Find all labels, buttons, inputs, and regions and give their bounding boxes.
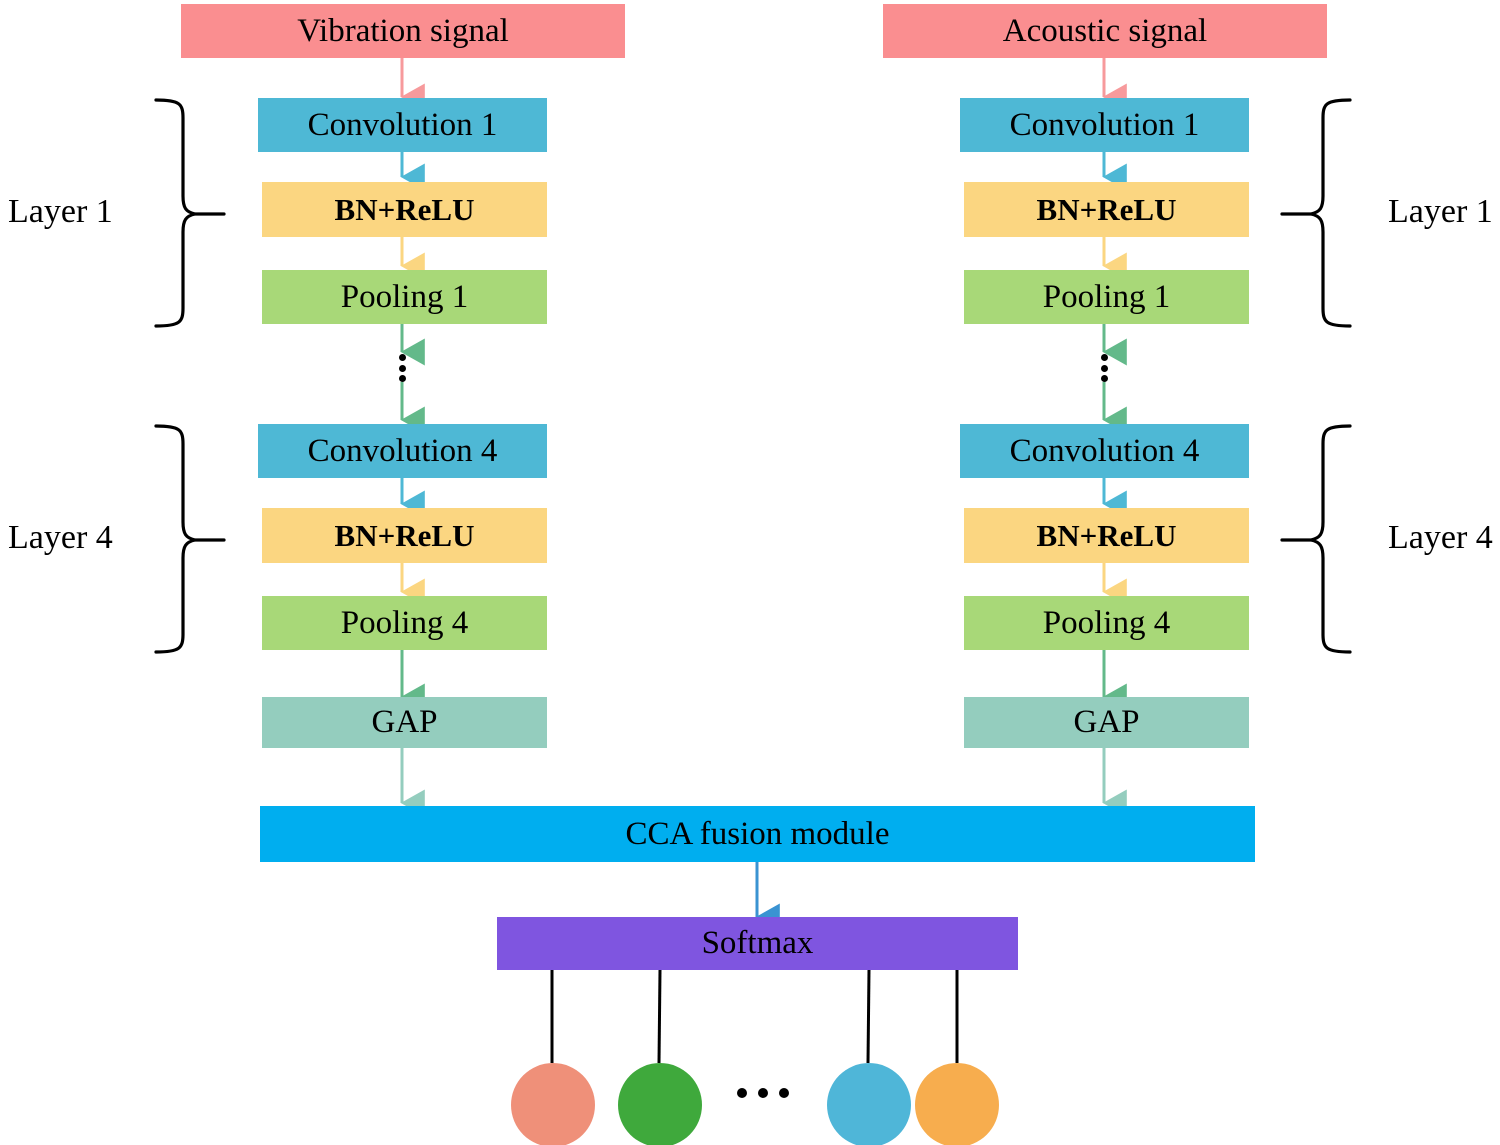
left-pooling-4-box: Pooling 4: [262, 596, 547, 650]
softmax-to-outputs-lines: [550, 969, 959, 1064]
right-bn-relu-1-label: BN+ReLU: [1036, 192, 1177, 227]
left-layer1-bracket: [154, 98, 226, 328]
left-bn-relu-4-box: BN+ReLU: [262, 508, 547, 563]
left-gap-box: GAP: [262, 697, 547, 748]
right-bn-relu-1-box: BN+ReLU: [964, 182, 1249, 237]
class-node-1: [511, 1063, 595, 1145]
left-bn-relu-4-label: BN+ReLU: [334, 518, 475, 553]
softmax-box: Softmax: [497, 917, 1018, 970]
left-gap-label: GAP: [371, 704, 438, 740]
class-node-3: [827, 1063, 911, 1145]
right-pooling-4-box: Pooling 4: [964, 596, 1249, 650]
left-layer-ellipsis: [398, 354, 406, 382]
acoustic-signal-label: Acoustic signal: [1002, 12, 1208, 49]
right-gap-label: GAP: [1073, 704, 1140, 740]
left-layer4-bracket-text: Layer 4: [8, 519, 113, 556]
left-bn-relu-1-label: BN+ReLU: [334, 192, 475, 227]
right-convolution-4-box: Convolution 4: [960, 424, 1249, 478]
left-layer1-bracket-label: Layer 1: [8, 193, 113, 231]
class-node-4: [915, 1063, 999, 1145]
right-convolution-1-box: Convolution 1: [960, 98, 1249, 152]
left-layer4-bracket-label: Layer 4: [8, 519, 113, 557]
right-layer1-bracket-text: Layer 1: [1388, 193, 1493, 230]
vibration-signal-label: Vibration signal: [297, 12, 509, 49]
left-layer4-bracket: [154, 424, 226, 654]
output-nodes-ellipsis: [737, 1088, 789, 1098]
vibration-signal-box: Vibration signal: [181, 4, 625, 58]
right-layer1-bracket-label: Layer 1: [1388, 193, 1493, 231]
right-layer4-bracket-text: Layer 4: [1388, 519, 1493, 556]
right-layer4-bracket: [1280, 424, 1352, 654]
right-convolution-4-label: Convolution 4: [1009, 432, 1200, 469]
class-node-2: [618, 1063, 702, 1145]
right-pooling-4-label: Pooling 4: [1042, 604, 1171, 641]
right-pooling-1-box: Pooling 1: [964, 270, 1249, 324]
right-gap-box: GAP: [964, 697, 1249, 748]
left-convolution-1-label: Convolution 1: [307, 106, 498, 143]
right-bn-relu-4-label: BN+ReLU: [1036, 518, 1177, 553]
left-convolution-1-box: Convolution 1: [258, 98, 547, 152]
right-bn-relu-4-box: BN+ReLU: [964, 508, 1249, 563]
left-convolution-4-label: Convolution 4: [307, 432, 498, 469]
acoustic-signal-box: Acoustic signal: [883, 4, 1327, 58]
left-pooling-4-label: Pooling 4: [340, 604, 469, 641]
cca-fusion-module-box: CCA fusion module: [260, 806, 1255, 862]
left-bn-relu-1-box: BN+ReLU: [262, 182, 547, 237]
right-layer-ellipsis: [1100, 354, 1108, 382]
left-layer1-bracket-text: Layer 1: [8, 193, 113, 230]
right-layer4-bracket-label: Layer 4: [1388, 519, 1493, 557]
left-pooling-1-box: Pooling 1: [262, 270, 547, 324]
right-pooling-1-label: Pooling 1: [1042, 278, 1171, 315]
left-pooling-1-label: Pooling 1: [340, 278, 469, 315]
left-convolution-4-box: Convolution 4: [258, 424, 547, 478]
right-layer1-bracket: [1280, 98, 1352, 328]
cca-fusion-module-label: CCA fusion module: [625, 815, 890, 852]
right-convolution-1-label: Convolution 1: [1009, 106, 1200, 143]
softmax-label: Softmax: [701, 925, 814, 961]
